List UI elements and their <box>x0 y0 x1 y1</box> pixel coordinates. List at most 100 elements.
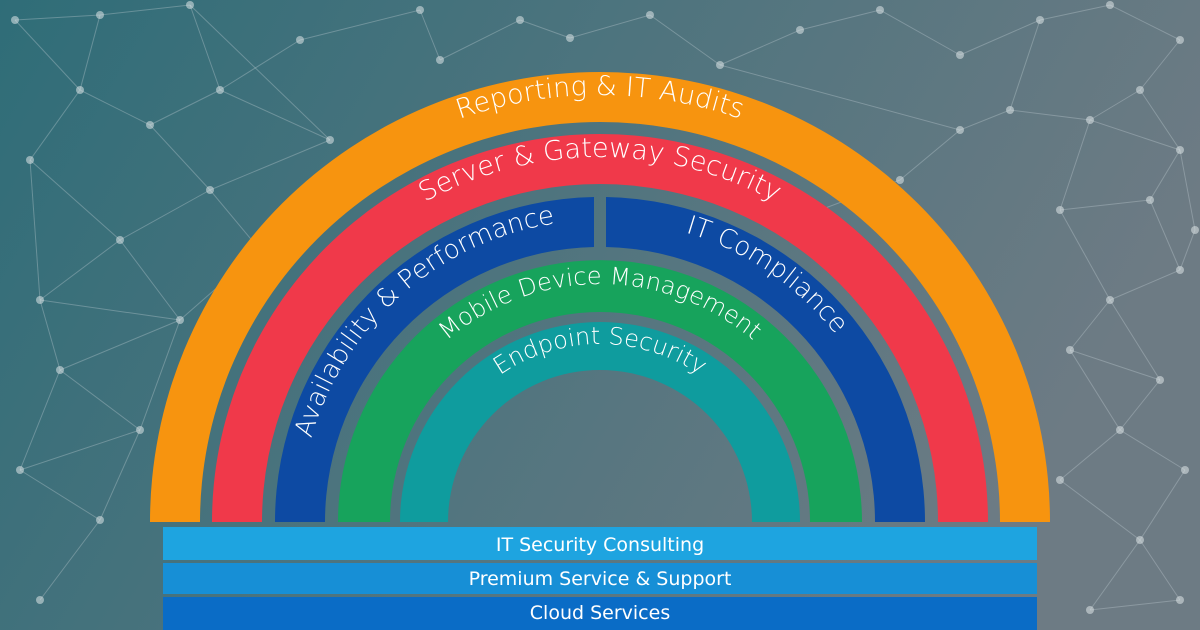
network-line <box>1139 539 1181 601</box>
band-server-gateway-security <box>212 134 988 522</box>
network-node <box>436 56 444 64</box>
network-node <box>1056 476 1064 484</box>
network-line <box>29 159 41 301</box>
network-line <box>19 469 101 521</box>
network-node <box>11 16 19 24</box>
network-node <box>1106 1 1114 9</box>
network-node <box>96 11 104 19</box>
network-line <box>139 319 181 431</box>
network-line <box>879 9 961 56</box>
network-node <box>216 86 224 94</box>
network-node <box>796 26 804 34</box>
network-line <box>299 9 421 41</box>
network-line <box>99 429 141 521</box>
network-node <box>1181 466 1189 474</box>
network-node <box>56 366 64 374</box>
label-it-security-consulting: IT Security Consulting <box>496 534 704 556</box>
network-line <box>519 19 571 39</box>
network-line <box>39 519 101 601</box>
network-line <box>99 4 191 16</box>
network-line <box>1069 349 1161 381</box>
network-line <box>29 89 81 161</box>
network-line <box>1059 209 1111 301</box>
network-line <box>1059 199 1151 211</box>
network-line <box>79 14 101 91</box>
network-line <box>1179 229 1196 271</box>
network-node <box>1176 596 1184 604</box>
network-line <box>959 19 1041 56</box>
label-cloud-services: Cloud Services <box>530 602 670 624</box>
network-node <box>1136 536 1144 544</box>
network-line <box>119 239 181 321</box>
network-line <box>799 9 881 31</box>
network-line <box>149 124 211 191</box>
network-line <box>1139 89 1181 151</box>
network-node <box>566 34 574 42</box>
network-line <box>1089 89 1141 121</box>
network-line <box>1039 4 1111 21</box>
network-node <box>1136 86 1144 94</box>
network-node <box>136 426 144 434</box>
network-line <box>1059 119 1091 211</box>
foundation-bars: IT Security Consulting Premium Service &… <box>163 527 1037 630</box>
network-node <box>646 11 654 19</box>
network-node <box>956 51 964 59</box>
network-line <box>1119 379 1161 431</box>
network-line <box>1059 479 1141 541</box>
network-node <box>96 516 104 524</box>
network-node <box>326 136 334 144</box>
network-line <box>209 139 331 191</box>
network-node <box>416 6 424 14</box>
network-line <box>39 299 181 321</box>
network-node <box>1176 146 1184 154</box>
network-line <box>1109 299 1161 381</box>
bar-it-security-consulting <box>163 527 1037 560</box>
network-node <box>896 176 904 184</box>
network-line <box>1139 469 1186 541</box>
network-node <box>116 236 124 244</box>
network-line <box>39 239 121 301</box>
network-line <box>29 159 121 241</box>
network-line <box>39 299 61 371</box>
network-node <box>1176 36 1184 44</box>
network-node <box>1006 106 1014 114</box>
network-node <box>176 316 184 324</box>
network-line <box>899 129 961 181</box>
band-reporting-it-audits <box>150 72 1050 522</box>
network-node <box>1106 296 1114 304</box>
network-line <box>219 89 331 141</box>
network-mesh-background <box>11 1 1199 614</box>
band-it-compliance <box>606 197 925 522</box>
network-node <box>36 296 44 304</box>
network-node <box>1191 226 1199 234</box>
band-mobile-device-management <box>338 260 862 522</box>
network-line <box>149 89 221 126</box>
bar-premium-service-support <box>163 563 1037 594</box>
network-node <box>1156 376 1164 384</box>
network-line <box>1139 39 1181 91</box>
network-line <box>1089 539 1141 611</box>
network-line <box>569 14 651 39</box>
network-node <box>36 596 44 604</box>
network-node <box>876 6 884 14</box>
network-line <box>1069 299 1111 351</box>
network-line <box>1089 599 1181 611</box>
network-line <box>649 14 721 66</box>
label-premium-service-support: Premium Service & Support <box>469 568 732 590</box>
network-node <box>956 126 964 134</box>
network-line <box>59 319 181 371</box>
network-line <box>1059 429 1121 481</box>
network-line <box>189 4 221 91</box>
network-line <box>59 369 141 431</box>
network-line <box>1179 149 1196 231</box>
network-node <box>516 16 524 24</box>
network-line <box>14 19 81 91</box>
network-line <box>1009 109 1091 121</box>
network-line <box>1109 269 1181 301</box>
network-node <box>1086 606 1094 614</box>
network-line <box>19 369 61 471</box>
network-line <box>19 429 141 471</box>
network-line <box>1089 119 1181 151</box>
